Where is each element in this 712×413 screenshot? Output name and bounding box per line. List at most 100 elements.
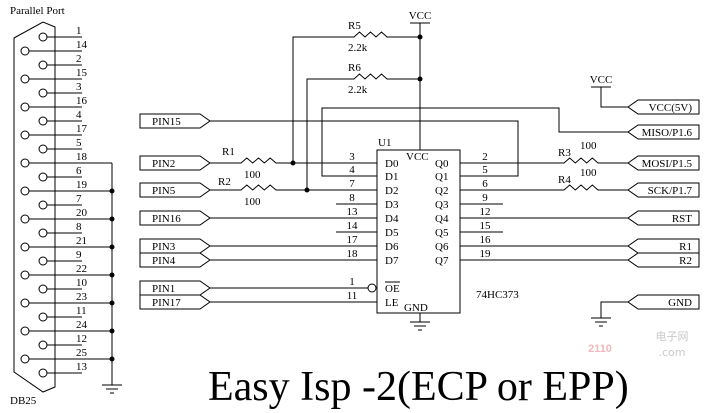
pin-hole-icon (20, 130, 30, 140)
port-flag (627, 155, 700, 171)
connector-pin-number: 14 (76, 39, 88, 51)
connector-pin-number: 24 (76, 319, 88, 331)
pin-hole-icon (38, 144, 48, 154)
ic-pin-name: Q4 (435, 213, 449, 225)
port-label: PIN2 (152, 158, 175, 170)
diagram-title: Easy Isp -2(ECP or EPP) (208, 364, 629, 410)
pin-hole-icon (20, 326, 30, 336)
port-flag-pin5 (139, 182, 211, 198)
ic-pin-name: Q5 (435, 227, 449, 239)
resistor-r6 (350, 73, 391, 80)
ic-pin-number: 2 (482, 151, 488, 163)
resistor-value: 100 (244, 196, 261, 208)
pin-hole-icon (20, 74, 30, 84)
port-label: PIN3 (152, 241, 176, 253)
pin-hole-icon (38, 116, 48, 126)
ic-part-number: 74HC373 (476, 289, 519, 301)
port-flag-pin4 (139, 252, 211, 268)
ic-pin-number: 1 (349, 276, 355, 288)
resistor-ref: R6 (348, 62, 361, 74)
pin-hole-icon (20, 46, 30, 56)
ic-pin-number: 7 (349, 178, 355, 190)
net-miso-d1 (321, 107, 628, 177)
ic-gnd-pin-label: GND (404, 302, 428, 314)
db25-connector-outline (13, 21, 56, 393)
port-label: R2 (679, 255, 692, 267)
connector-pin-number: 21 (76, 235, 87, 247)
ic-pin-number: 5 (482, 164, 488, 176)
port-label: R1 (679, 241, 692, 253)
connector-pin-number: 15 (76, 67, 88, 79)
pin-hole-icon (20, 298, 30, 308)
port-label: VCC(5V) (649, 102, 693, 114)
resistor-r2 (237, 184, 280, 191)
ic-ref: U1 (378, 137, 391, 149)
pin-hole-icon (38, 200, 48, 210)
ic-pin-name: D3 (385, 199, 399, 211)
connector-pin-number: 5 (76, 137, 82, 149)
port-flag (627, 99, 700, 115)
watermark-logo: 电子网 (656, 330, 689, 343)
ic-pin-name: D4 (385, 213, 399, 225)
ic-pin-name: OE (385, 283, 400, 295)
connector-name: DB25 (10, 395, 37, 407)
connector-pin-number: 19 (76, 179, 88, 191)
resistor-value: 100 (580, 167, 597, 179)
connector-pin-number: 1 (76, 25, 82, 37)
port-flag-pin16 (139, 210, 211, 226)
pin-hole-icon (38, 284, 48, 294)
resistor-r4 (560, 184, 602, 191)
port-flag (627, 182, 700, 198)
ic-pin-number: 17 (347, 234, 359, 246)
port-flag (627, 252, 700, 268)
pin-hole-icon (38, 312, 48, 322)
connector-pin-number: 2 (76, 53, 82, 65)
port-label: PIN5 (152, 185, 176, 197)
connector-pin-number: 3 (76, 81, 82, 93)
vcc-label: VCC (409, 10, 432, 22)
resistor-value: 2.2k (348, 84, 368, 96)
ic-pin-name: Q2 (435, 185, 448, 197)
resistor-value: 100 (580, 140, 597, 152)
ic-pin-number: 18 (347, 248, 359, 260)
port-label: PIN15 (152, 116, 181, 128)
connector-pin-number: 23 (76, 291, 88, 303)
resistor-r5 (350, 31, 391, 38)
gnd-port-wire (600, 301, 628, 318)
resistor-ref: R1 (222, 146, 235, 158)
ic-pin-name: Q0 (435, 158, 449, 170)
ic-pin-number: 4 (349, 164, 355, 176)
ic-vcc-pin-label: VCC (406, 151, 429, 163)
connector-pin-number: 20 (76, 207, 88, 219)
ic-pin-name: D0 (385, 158, 399, 170)
pin-hole-icon (38, 256, 48, 266)
pin-hole-icon (20, 102, 30, 112)
vcc5v-wire (600, 87, 628, 108)
port-label: PIN17 (152, 297, 181, 309)
resistor-r3 (560, 157, 602, 164)
ic-pin-name: D2 (385, 185, 398, 197)
pin-hole-icon (38, 340, 48, 350)
connector-pin-number: 7 (76, 193, 82, 205)
pin-hole-icon (38, 228, 48, 238)
port-flag-pin3 (139, 238, 211, 254)
pin-hole-icon (20, 158, 30, 168)
connector-pin-number: 12 (76, 333, 87, 345)
watermark-logo: .com (659, 346, 686, 359)
wire (306, 78, 350, 190)
resistor-ref: R3 (558, 147, 571, 159)
ic-pin-name: Q6 (435, 241, 449, 253)
net-pin15-q1 (210, 120, 519, 177)
ic-pin-name: Q1 (435, 171, 448, 183)
ic-pin-number: 16 (480, 234, 492, 246)
ic-pin-number: 12 (480, 206, 491, 218)
resistor-ref: R2 (218, 176, 231, 188)
port-flag (627, 124, 700, 140)
port-flag-pin2 (139, 155, 211, 171)
resistor-ref: R4 (558, 174, 571, 186)
pin-hole-icon (38, 172, 48, 182)
port-flag-pin15 (139, 113, 211, 129)
ic-pin-number: 13 (347, 206, 359, 218)
connector-pin-number: 17 (76, 123, 88, 135)
